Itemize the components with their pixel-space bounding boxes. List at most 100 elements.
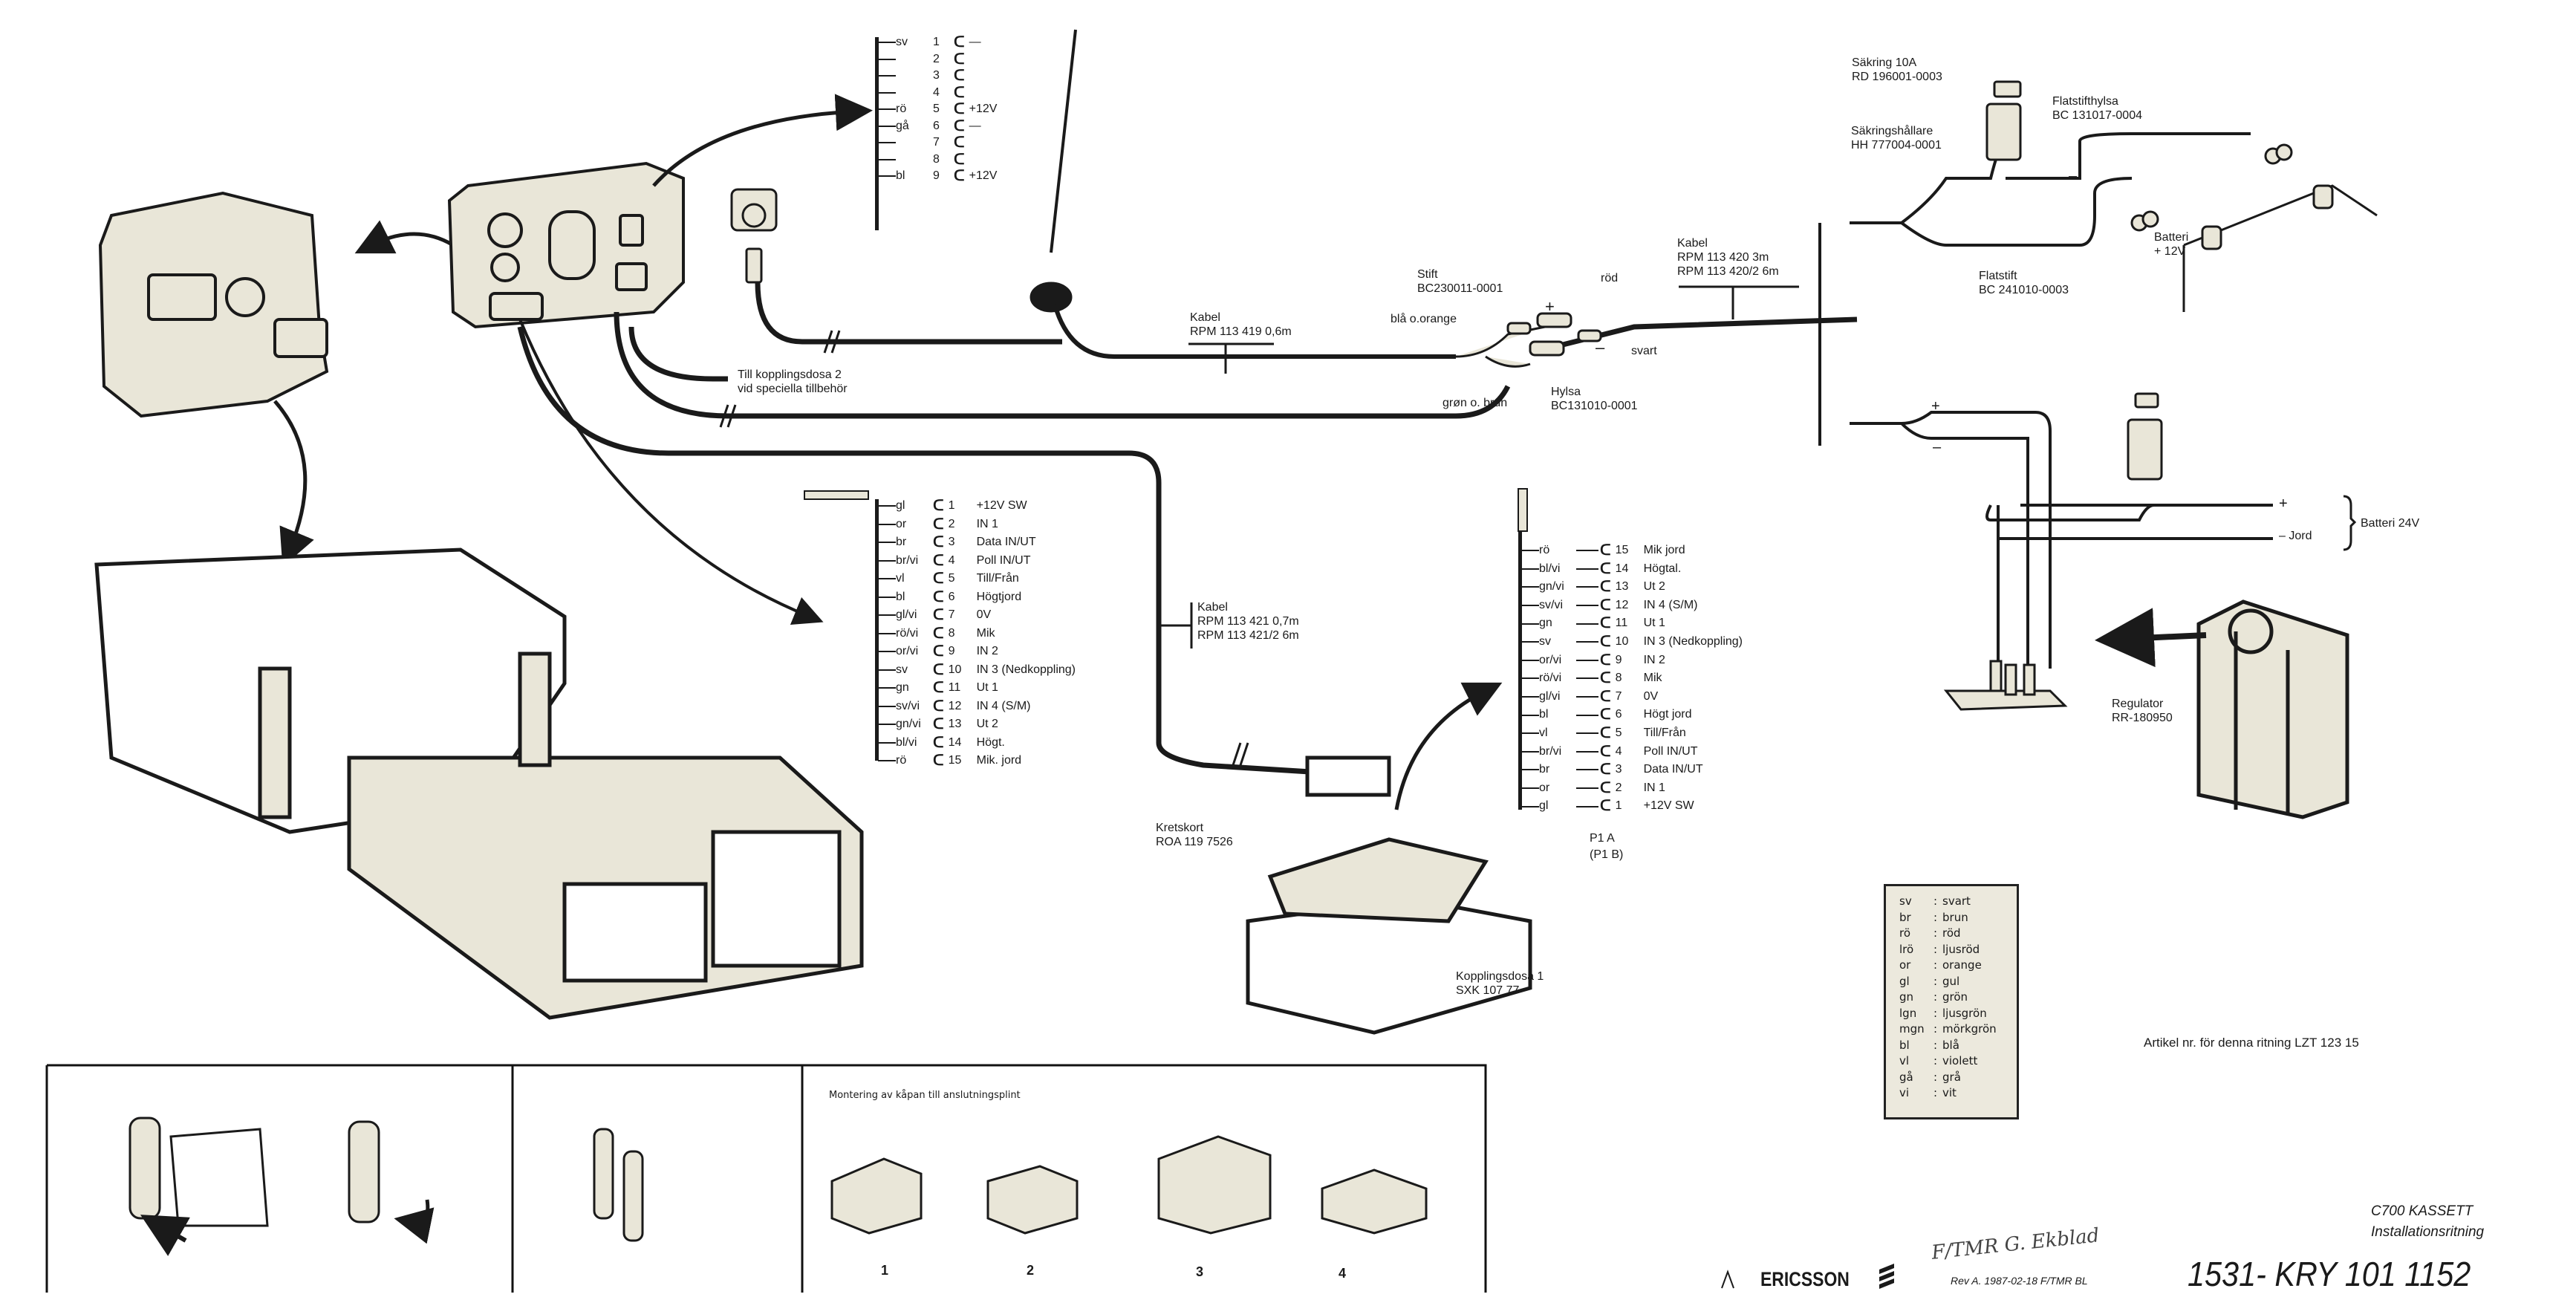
socket-icon: ᑕ	[933, 661, 944, 678]
regulator-unit	[2196, 599, 2349, 819]
pin-number: 8	[933, 152, 940, 166]
pin-number: 2	[1615, 781, 1622, 794]
power-minus-12v: –	[1933, 439, 1942, 455]
pin-color: bl	[1539, 708, 1549, 721]
kretskort-title: Kretskort	[1156, 822, 1204, 834]
pin-color: rö/vi	[896, 626, 919, 640]
batteri-12v-value: + 12V	[2154, 245, 2186, 259]
pin-number: 15	[948, 754, 962, 767]
socket-icon: ᑕ	[1600, 779, 1611, 796]
legend-code: vl	[1899, 1054, 1910, 1067]
arrow-to-antenna-pins	[652, 94, 873, 187]
assembly-step-1: 1	[881, 1263, 889, 1278]
legend-row: rö:röd	[1886, 926, 2017, 942]
pin-function: +12V SW	[1643, 799, 1694, 813]
drawing-title: C700 KASSETT	[2371, 1203, 2473, 1219]
socket-icon: ᑕ	[1600, 688, 1611, 705]
legend-row: lrö:ljusröd	[1886, 942, 2017, 958]
kabel-420-part-6m: RPM 113 420/2 6m	[1677, 265, 1779, 279]
pin-function: IN 2	[1643, 653, 1665, 666]
regulator-terminal-block	[1943, 660, 2068, 711]
socket-icon: ᑕ	[933, 716, 944, 732]
sakring-title: Säkring 10A	[1852, 56, 1917, 69]
pin-number: 10	[1615, 634, 1629, 648]
pin-number: 14	[1615, 562, 1629, 575]
drawing-subtitle: Installationsritning	[2371, 1224, 2485, 1240]
regulator-label: Regulator RR-180950	[2112, 697, 2173, 725]
pin-color: rö	[1539, 544, 1550, 556]
label-leader-lines	[1159, 285, 1799, 649]
hylsa-title: Hylsa	[1551, 386, 1581, 398]
sakring-label: Säkring 10A RD 196001-0003	[1852, 56, 1942, 84]
legend-row: br:brun	[1886, 910, 2017, 926]
pin-function: Till/Från	[976, 572, 1019, 585]
pin-number: 1	[933, 36, 940, 48]
pin-function: +12V	[969, 169, 998, 182]
pin-number: 7	[948, 608, 955, 621]
batteri-24v-jord: – Jord	[2279, 530, 2312, 542]
legend-row: bl:blå	[1886, 1038, 2017, 1054]
legend-row: gn:grön	[1886, 989, 2017, 1006]
pin-color: sv	[1539, 634, 1551, 648]
socket-icon: ᑕ	[1600, 542, 1611, 559]
pin-function: Högt jord	[1643, 708, 1692, 721]
kabel-421-title: Kabel	[1197, 601, 1228, 614]
gron-brun-label: grøn o. brun	[1443, 397, 1508, 409]
kabel-421-part-6m: RPM 113 421/2 6m	[1197, 629, 1299, 643]
socket-icon: ᑕ	[954, 68, 965, 84]
batteri-24v-label: Batteri 24V	[2361, 517, 2420, 530]
socket-icon: ᑕ	[933, 534, 944, 550]
pin-number: 15	[1615, 544, 1629, 556]
socket-icon: ᑕ	[933, 698, 944, 715]
kabel-419-part: RPM 113 419 0,6m	[1190, 325, 1292, 339]
curve-arrow-1	[354, 220, 455, 254]
pin-number: 12	[948, 699, 962, 712]
socket-icon: ᑕ	[954, 84, 965, 101]
assembly-step-2: 2	[1027, 1263, 1035, 1278]
pin-function: Mik	[1643, 672, 1662, 685]
legend-code: gl	[1899, 974, 1910, 988]
legend-code: gå	[1899, 1070, 1913, 1084]
legend-name: vit	[1942, 1086, 1957, 1099]
curve-arrow-2	[273, 400, 314, 568]
pin-function: IN 1	[976, 517, 998, 530]
legend-row: vl:violett	[1886, 1053, 2017, 1070]
legend-name: ljusröd	[1942, 942, 1980, 956]
socket-icon: ᑕ	[1600, 615, 1611, 632]
socket-icon: ᑕ	[933, 734, 944, 751]
pin-function: Till/Från	[1643, 726, 1686, 739]
assembly-illustrations	[129, 1117, 1428, 1242]
pin-function: Poll IN/UT	[1643, 744, 1698, 758]
pin-number: 4	[948, 553, 955, 567]
arrow-to-p1-pins	[1394, 682, 1503, 810]
pin-function: Data IN/UT	[1643, 763, 1703, 776]
batteri-24v-plus: +	[2279, 495, 2288, 512]
pin-color: gl/vi	[896, 608, 917, 621]
pin-number: 3	[933, 69, 940, 82]
pin-function: —	[969, 36, 981, 48]
pin-number: 1	[1615, 799, 1622, 813]
antenna	[1030, 29, 1456, 359]
pin-color: bl/vi	[1539, 562, 1561, 575]
p1-b-label: (P1 B)	[1590, 848, 1624, 861]
pin-color: or/vi	[1539, 653, 1562, 666]
kabel-420-part-3m: RPM 113 420 3m	[1677, 251, 1769, 264]
hylsa-part: BC131010-0001	[1551, 400, 1638, 413]
pin-color: or	[896, 517, 907, 530]
legend-row: mgn:mörkgrön	[1886, 1021, 2017, 1038]
pin-function: Högt.	[976, 735, 1005, 749]
pin-number: 11	[1615, 617, 1628, 630]
pin-number: 5	[933, 103, 940, 115]
kopplingsdosa-title: Kopplingsdosa 1	[1456, 970, 1544, 983]
pin-number: 6	[948, 590, 955, 603]
pin-color: gn	[896, 681, 909, 694]
